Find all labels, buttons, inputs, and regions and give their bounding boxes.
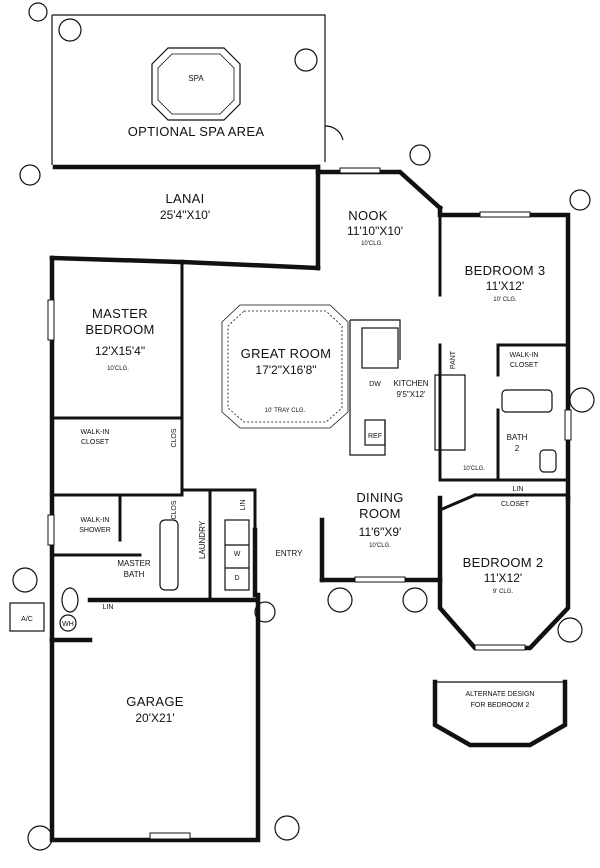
tray-ceiling-outline [221, 304, 349, 429]
bath2-name: BATH [507, 433, 528, 442]
br3-closet-line2: CLOSET [510, 362, 539, 369]
garage-dim: 20'X21' [135, 711, 174, 725]
bedroom3-dim: 11'X12' [486, 279, 524, 293]
laundry-label: LAUNDRY [198, 520, 207, 559]
optional-spa-area-label: OPTIONAL SPA AREA [128, 124, 265, 139]
bedroom2-ceiling: 9' CLG. [493, 589, 513, 595]
optional-spa-area [51, 14, 344, 165]
nook-name: NOOK [348, 208, 388, 223]
spa-label: SPA [188, 74, 204, 83]
walk-in-shower-line2: SHOWER [79, 527, 111, 534]
fixtures [9, 389, 557, 632]
interior-walls [50, 213, 570, 602]
bedroom2-name: BEDROOM 2 [463, 555, 544, 570]
br3-closet-line1: WALK-IN [510, 352, 539, 359]
master-closet-line2: CLOSET [81, 439, 110, 446]
great-room-name: GREAT ROOM [241, 346, 332, 361]
kitchen-name: KITCHEN [393, 379, 428, 388]
dining-dim: 11'6"X9' [359, 525, 402, 539]
lanai-name: LANAI [165, 191, 204, 206]
alternate-design-line2: FOR BEDROOM 2 [471, 702, 530, 709]
master-bedroom-name-line2: BEDROOM [85, 322, 154, 337]
bath2-lin-label: LIN [513, 486, 524, 493]
laundry-lin-label: LIN [240, 500, 247, 511]
refrigerator-label: REF [368, 433, 382, 440]
dining-name-line2: ROOM [359, 506, 401, 521]
master-clos-label: CLOS [171, 428, 178, 447]
bedroom3-name: BEDROOM 3 [465, 263, 546, 278]
bedroom2-dim: 11'X12' [484, 571, 522, 585]
garage-name: GARAGE [126, 694, 183, 709]
master-bedroom-name-line1: MASTER [92, 306, 148, 321]
walk-in-shower-line1: WALK-IN [81, 517, 110, 524]
master-bedroom-ceiling: 10'CLG. [107, 366, 129, 372]
great-room-ceiling: 10' TRAY CLG. [265, 408, 306, 414]
bedroom3-ceiling: 10' CLG. [493, 297, 517, 303]
nook-dim: 11'10"X10' [347, 224, 403, 238]
bath2-ceiling: 10'CLG. [463, 466, 485, 472]
dining-name-line1: DINING [356, 490, 403, 505]
lanai-dim: 25'4"X10' [160, 208, 210, 222]
entry-label: ENTRY [276, 549, 304, 558]
master-closet-line1: WALK-IN [81, 429, 110, 436]
dining-ceiling: 10'CLG. [369, 543, 391, 549]
master-bath-lin-label: LIN [103, 604, 114, 611]
great-room-dim: 17'2"X16'8" [255, 363, 316, 377]
dishwasher-label: DW [369, 381, 381, 388]
water-heater-label: WH [62, 621, 74, 628]
bath-clos-label: CLOS [171, 500, 178, 519]
pantry-label: PANT [450, 350, 457, 369]
master-bath-line2: BATH [124, 570, 145, 579]
alternate-design-line1: ALTERNATE DESIGN [466, 691, 535, 698]
nook-ceiling: 10'CLG. [361, 241, 383, 247]
windows [47, 167, 572, 840]
washer-label: W [234, 551, 241, 558]
landscape-shrubs [12, 2, 595, 851]
exterior-walls [49, 164, 571, 843]
master-bedroom-dim: 12'X15'4" [95, 344, 145, 358]
ac-label: A/C [21, 616, 33, 623]
bath2-num: 2 [515, 444, 520, 453]
kitchen-dim: 9'5"X12' [396, 390, 426, 399]
dryer-label: D [234, 575, 239, 582]
bedroom2-closet-label: CLOSET [501, 501, 530, 508]
master-bath-line1: MASTER [117, 559, 151, 568]
alternate-design-sketch [432, 679, 568, 748]
